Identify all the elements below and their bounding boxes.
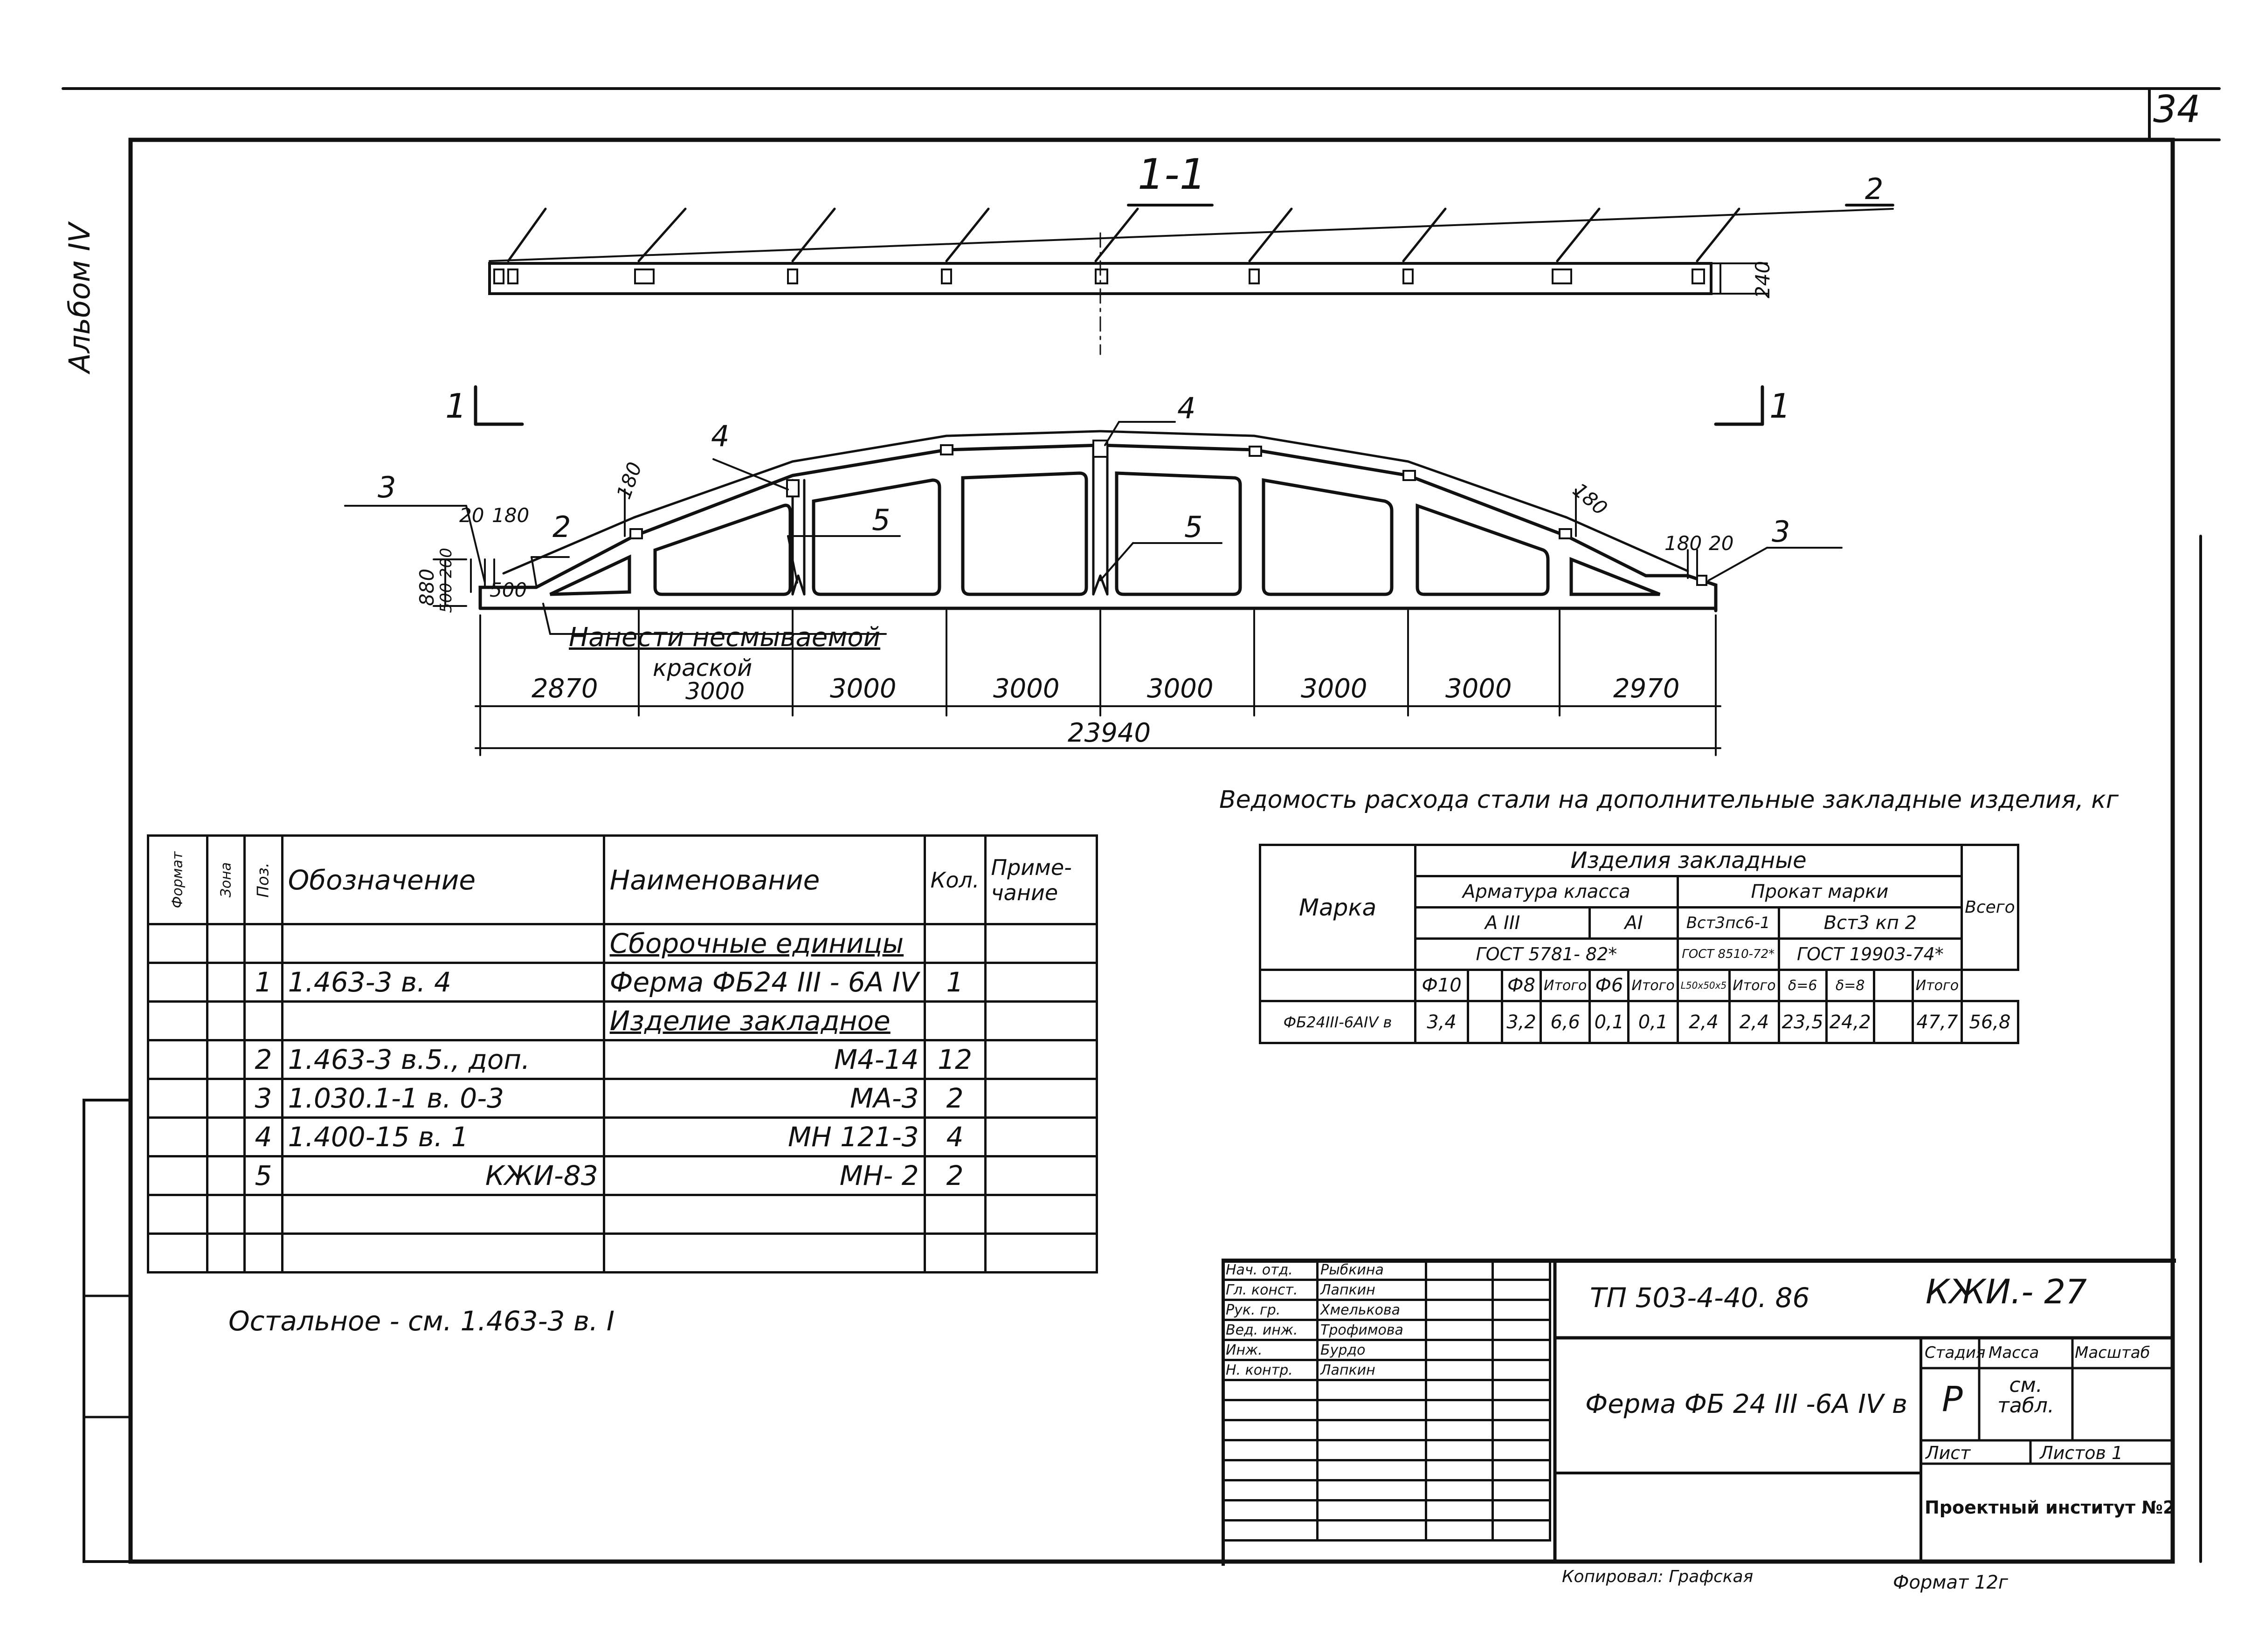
dim-20-right: 20 <box>1709 532 1734 555</box>
mass-header: Масса <box>1989 1343 2039 1362</box>
section-marker-left: 1 <box>445 386 467 426</box>
prokat-header: Прокат марки <box>1676 875 1963 909</box>
section-title: 1-1 <box>1138 150 1206 199</box>
table-row: Изделие закладное <box>147 1000 1098 1041</box>
total-header: Всего <box>1961 844 2019 971</box>
panel-dim-8: 2970 <box>1613 674 1680 704</box>
panel-dim-4: 3000 <box>993 674 1060 704</box>
stamp-signatures: Нач. отд.Рыбкина Гл. конст.Лапкин Рук. г… <box>1222 1259 1551 1542</box>
section-marker-right: 1 <box>1769 386 1791 426</box>
col-format: Формат <box>147 834 208 925</box>
col-f10: Ф10 <box>1414 969 1469 1002</box>
panel-dim-1: 2870 <box>532 674 598 704</box>
col-qty: Кол. <box>923 834 987 925</box>
paper-format: Формат 12г <box>1893 1572 2008 1593</box>
dim-180-right: 180 <box>1664 532 1702 555</box>
callout-4-center: 4 <box>1177 391 1196 425</box>
total-length-dim: 23940 <box>1068 718 1151 748</box>
callout-3-left: 3 <box>378 470 396 504</box>
remainder-note: Остальное - см. 1.463-3 в. I <box>228 1305 615 1337</box>
panel-dim-5: 3000 <box>1147 674 1214 704</box>
aiii-header: А III <box>1414 906 1591 940</box>
col-angle: L50x50x5 <box>1676 969 1731 1002</box>
drawing-title: Ферма ФБ 24 III -6А IV в <box>1585 1389 1907 1419</box>
sheet-header: Лист <box>1926 1443 1971 1463</box>
col-note: Приме-чание <box>984 834 1098 925</box>
table-row: Рук. гр.Хмелькова <box>1222 1299 1551 1321</box>
col-designation: Обозначение <box>281 834 605 925</box>
marka-header: Марка <box>1259 844 1416 971</box>
paint-note-line2: краской <box>653 654 753 681</box>
col-name: Наименование <box>602 834 926 925</box>
col-total-plate: Итого <box>1911 969 1963 1002</box>
panel-dim-6: 3000 <box>1301 674 1367 704</box>
table-row: Инж.Бурдо <box>1222 1339 1551 1361</box>
panel-dim-7: 3000 <box>1445 674 1512 704</box>
col-d6: δ=6 <box>1777 969 1828 1002</box>
steel-table: Марка Изделия закладные Всего Арматура к… <box>1259 844 2019 1044</box>
sheet-number: 34 <box>2153 88 2201 131</box>
leader-label-2: 2 <box>1865 172 1884 206</box>
dim-180-left: 180 <box>492 504 530 527</box>
institute-name: Проектный институт №2 <box>1925 1497 2175 1518</box>
dimension-lines <box>433 489 1721 756</box>
callout-5-left: 5 <box>872 503 891 537</box>
col-total-ai: Итого <box>1627 969 1679 1002</box>
leaders <box>344 421 1843 635</box>
panel-dim-2: 3000 <box>685 678 745 705</box>
callout-5-center: 5 <box>1184 510 1203 544</box>
stage-header: Стадия <box>1925 1343 1986 1362</box>
gost8510-header: ГОСТ 8510-72* <box>1676 937 1780 971</box>
col-d8: δ=8 <box>1825 969 1875 1002</box>
col-f6: Ф6 <box>1588 969 1630 1002</box>
section-1-1 <box>488 204 1894 355</box>
table-row <box>147 1232 1098 1273</box>
table-row: Гл. конст.Лапкин <box>1222 1279 1551 1301</box>
table-row: Нач. отд.Рыбкина <box>1222 1259 1551 1281</box>
copied-by: Копировал: Графская <box>1562 1567 1754 1586</box>
col-total-angle: Итого <box>1728 969 1780 1002</box>
stage-value: Р <box>1942 1379 1963 1419</box>
section-markers <box>474 385 1764 426</box>
gost5781-header: ГОСТ 5781- 82* <box>1414 937 1679 971</box>
doc-code: ТП 503-4-40. 86 <box>1590 1282 1810 1314</box>
table-row: Н. контр.Лапкин <box>1222 1359 1551 1381</box>
sheets-header: Листов 1 <box>2040 1443 2123 1463</box>
dim-500-horiz: 500 <box>490 578 527 601</box>
callout-3-right: 3 <box>1772 515 1790 549</box>
doc-mark: КЖИ.- 27 <box>1926 1272 2087 1311</box>
col-zone: Зона <box>206 834 246 925</box>
vst3ps-header: Вст3пс6-1 <box>1676 906 1780 940</box>
items-header: Изделия закладные <box>1414 844 1963 877</box>
mass-value: см. табл. <box>1997 1373 2054 1418</box>
armatura-header: Арматура класса <box>1414 875 1679 909</box>
table-row: Вед. инж.Трофимова <box>1222 1319 1551 1341</box>
callout-2: 2 <box>552 510 571 544</box>
dim-20-left: 20 <box>459 504 484 527</box>
callout-4-left: 4 <box>711 419 730 453</box>
table-row: Сборочные единицы <box>147 923 1098 964</box>
table-row <box>147 1194 1098 1235</box>
vst3kp-header: Вст3 кп 2 <box>1777 906 1963 940</box>
gost19903-header: ГОСТ 19903-74* <box>1777 937 1963 971</box>
col-pos: Поз. <box>243 834 283 925</box>
col-total-aiii: Итого <box>1539 969 1591 1002</box>
specification-table: Формат Зона Поз. Обозначение Наименовани… <box>147 834 1098 1273</box>
paint-note-line1: Нанести несмываемой <box>569 622 881 653</box>
col-f8: Ф8 <box>1501 969 1542 1002</box>
truss-elevation <box>478 430 1718 613</box>
table-row: ФБ24III-6АIV в 3,4 3,2 6,6 0,1 0,1 2,4 2… <box>1259 1000 2019 1044</box>
panel-dim-3: 3000 <box>830 674 897 704</box>
scale-header: Масштаб <box>2075 1343 2150 1362</box>
steel-table-title: Ведомость расхода стали на дополнительны… <box>1219 786 2119 814</box>
ai-header: АI <box>1588 906 1679 940</box>
